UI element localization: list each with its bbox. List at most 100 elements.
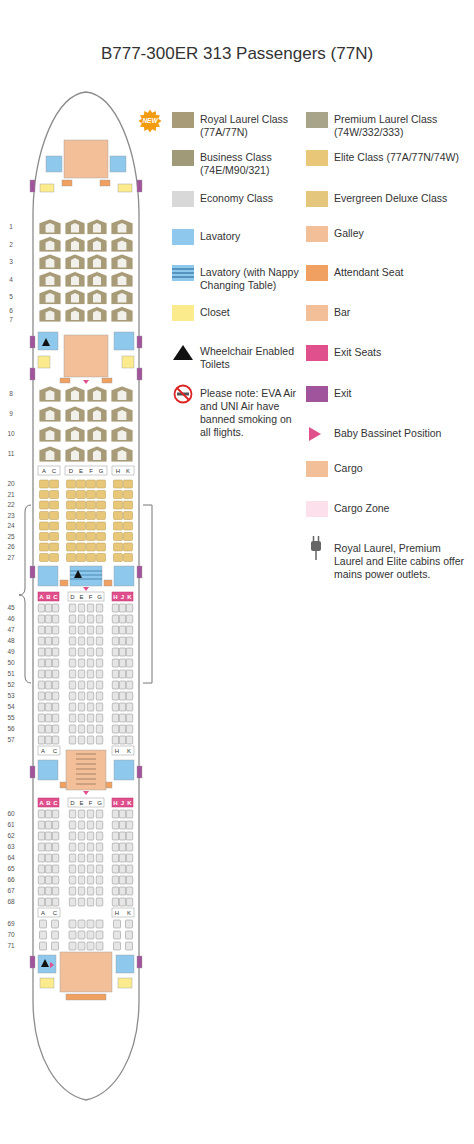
seat [52, 876, 59, 884]
exit-door [30, 766, 35, 778]
attendant-seat [60, 378, 70, 383]
exit-door [30, 368, 35, 380]
suite-seat [118, 430, 127, 440]
suite [65, 406, 85, 422]
exit-door [137, 956, 142, 968]
legend-swatch [306, 501, 328, 517]
seat [78, 681, 85, 689]
seat [119, 854, 126, 862]
seat [126, 714, 133, 722]
seat [77, 491, 86, 499]
suite [87, 446, 107, 462]
stair-step [76, 779, 96, 780]
seat [87, 703, 94, 711]
seat [45, 821, 52, 829]
seat [45, 615, 52, 623]
seat [45, 604, 52, 612]
suite-seat [46, 223, 55, 233]
seat-letter: B [46, 593, 50, 601]
seat [50, 554, 59, 562]
seat [40, 554, 49, 562]
seat [78, 865, 85, 873]
exit-door [137, 368, 142, 380]
seat [69, 703, 76, 711]
seat [87, 637, 94, 645]
seat [38, 854, 45, 862]
seat-letter: F [89, 467, 93, 475]
row-number: 68 [7, 898, 14, 906]
attendant-seat [60, 782, 66, 788]
seat [114, 533, 123, 541]
suite [87, 406, 107, 422]
seat [87, 832, 94, 840]
seat [119, 898, 126, 906]
seat [78, 714, 85, 722]
seat-letter: F [89, 593, 93, 601]
suite [87, 237, 107, 253]
row-number: 54 [7, 703, 14, 711]
seat [126, 832, 133, 840]
row-number: 26 [7, 543, 14, 551]
seat [97, 522, 106, 530]
nappy-line [70, 579, 102, 580]
seat [69, 843, 76, 851]
bassinet-marker [83, 791, 89, 795]
seat [52, 736, 59, 744]
seat [112, 821, 119, 829]
seat [45, 736, 52, 744]
seat [69, 876, 76, 884]
plug-prongs [314, 536, 319, 560]
seat [69, 832, 76, 840]
wheelchair-triangle [42, 338, 50, 346]
bassinet-marker [50, 962, 54, 968]
seat [69, 736, 76, 744]
seat [78, 725, 85, 733]
bracket [143, 505, 152, 683]
seat [112, 670, 119, 678]
brace [19, 505, 31, 683]
new-badge [139, 110, 162, 133]
suite [39, 406, 61, 422]
seat [52, 604, 59, 612]
suite-seat [93, 241, 101, 251]
seat [50, 512, 59, 520]
seat [69, 714, 76, 722]
stair-step [76, 764, 96, 765]
lavatory [38, 332, 58, 350]
seat [78, 843, 85, 851]
suite-seat [71, 293, 79, 303]
suite-seat [71, 390, 79, 400]
legend-entry: Cargo Zone [306, 501, 468, 517]
seat [67, 543, 76, 551]
suite [87, 307, 107, 323]
seat [77, 522, 86, 530]
seat-letter: A [39, 593, 43, 601]
seat [87, 736, 94, 744]
seat [38, 843, 45, 851]
seat [126, 725, 133, 733]
suite-seat [93, 258, 101, 268]
legend-entry: Exit Seats [306, 345, 468, 361]
suite [111, 406, 133, 422]
seat [124, 522, 133, 530]
seat [114, 491, 123, 499]
seat [38, 876, 45, 884]
bassinet-marker [83, 587, 89, 591]
seat-letter: E [79, 799, 83, 807]
seat [87, 843, 94, 851]
seat [126, 670, 133, 678]
seat [78, 604, 85, 612]
legend-text: Cargo [334, 461, 363, 475]
row-number: 69 [7, 920, 14, 928]
seat [38, 692, 45, 700]
seat [45, 810, 52, 818]
seat [78, 637, 85, 645]
galley [66, 750, 106, 790]
suite-seat [71, 311, 79, 321]
seat [40, 512, 49, 520]
nappy-line [70, 575, 102, 576]
legend-entry: Lavatory [172, 229, 300, 245]
legend-entry: Baby Bassinet Position [306, 426, 468, 442]
seat [67, 501, 76, 509]
seat [52, 887, 59, 895]
